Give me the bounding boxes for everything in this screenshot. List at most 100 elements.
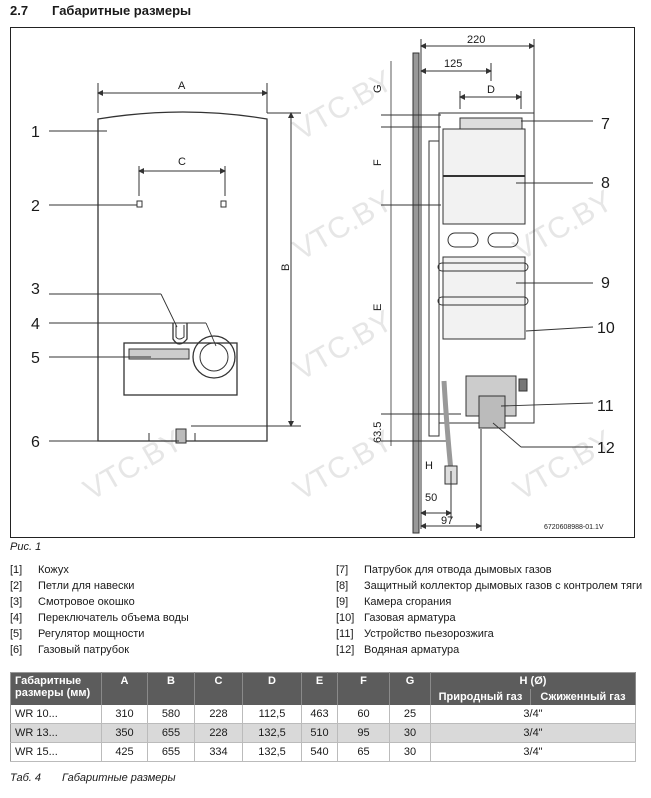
text: Защитный коллектор дымовых газов с контр… (364, 580, 643, 592)
text: Газовая арматура (364, 612, 456, 624)
callout-4: 4 (31, 316, 40, 333)
figure-code: 6720608988-01.1V (544, 524, 604, 531)
table-caption: Таб. 4 Габаритные размеры (10, 772, 176, 784)
dim-d: D (487, 84, 495, 96)
col-header-label: Габаритные размеры (мм) (10, 672, 102, 705)
callout-1: 1 (31, 124, 40, 141)
text: Водяная арматура (364, 644, 460, 656)
water-heater-drawing: VTC.BY VTC.BY VTC.BY VTC.BY VTC.BY VTC.B… (31, 34, 618, 534)
text: Таб. 4 (10, 772, 42, 784)
col-header: D (242, 672, 302, 705)
text: 510 (301, 723, 338, 743)
text: [9] (336, 596, 349, 608)
callout-12: 12 (597, 440, 615, 457)
text: 25 (389, 705, 431, 724)
text: 30 (389, 742, 431, 762)
text: VTC.BY (288, 304, 398, 387)
text: WR 15... (10, 742, 102, 762)
text: [2] (10, 580, 23, 592)
text: 95 (337, 723, 390, 743)
text: 425 (101, 742, 148, 762)
text: 334 (194, 742, 243, 762)
legend-item: [9] Камера сгорания (336, 594, 642, 610)
text: VTC.BY (288, 64, 398, 147)
text: 655 (147, 723, 195, 743)
legend-item: [10] Газовая арматура (336, 610, 642, 626)
text: 3/4" (430, 705, 636, 724)
legend-item: [12] Водяная арматура (336, 642, 642, 658)
text: [10] (336, 612, 355, 624)
text: Смотровое окошко (38, 596, 135, 608)
callout-6: 6 (31, 434, 40, 451)
legend-item: [7] Патрубок для отвода дымовых газов (336, 562, 642, 578)
callout-3: 3 (31, 281, 40, 298)
col-header: G (389, 672, 431, 705)
col-header: E (301, 672, 338, 705)
dim-63-5: 63.5 (372, 422, 384, 443)
legend-item: [11]Устройство пьезорозжига (336, 626, 642, 642)
col-header: C (194, 672, 243, 705)
legend-item: [2] Петли для навески (10, 578, 189, 594)
legend-left: [1]Кожух [2] Петли для навески [3] Смотров… (10, 562, 189, 658)
text: VTC.BY (288, 184, 398, 267)
text: Газовый патрубок (38, 644, 130, 656)
text: 3/4" (430, 723, 636, 743)
text: 580 (147, 705, 195, 724)
text: 310 (101, 705, 148, 724)
side-view (381, 39, 535, 534)
callout-11: 11 (597, 398, 614, 415)
text: 30 (389, 723, 431, 743)
text: VTC.BY (78, 424, 188, 507)
dim-c: C (178, 156, 186, 168)
text: [4] (10, 612, 23, 624)
text: [3] (10, 596, 23, 608)
text: Кожух (38, 564, 69, 576)
text: WR 10... (10, 705, 102, 724)
dim-f: F (372, 159, 384, 166)
callout-8: 8 (601, 175, 610, 192)
text: 3/4" (430, 742, 636, 762)
col-header-natural-gas: Природный газ (430, 689, 531, 705)
text: 350 (101, 723, 148, 743)
text: Габаритные размеры (52, 3, 192, 18)
col-header-lpg: Сжиженный газ (530, 689, 636, 705)
text: [6] (10, 644, 23, 656)
text: [12] (336, 644, 355, 656)
legend-item: [1]Кожух (10, 562, 189, 578)
text: 2.7 (10, 3, 29, 18)
dimension-figure: VTC.BY VTC.BY VTC.BY VTC.BY VTC.BY VTC.B… (10, 27, 635, 538)
text: 132,5 (242, 723, 302, 743)
legend-item: [3] Смотровое окошко (10, 594, 189, 610)
legend-item: [4]Переключатель объема воды (10, 610, 189, 626)
callout-2: 2 (31, 198, 40, 215)
legend-item: [8]Защитный коллектор дымовых газов с ко… (336, 578, 642, 594)
figure-caption: Рис. 1 (10, 541, 42, 553)
text: WR 13... (10, 723, 102, 743)
text: Петли для навески (38, 580, 135, 592)
text: Регулятор мощности (38, 628, 145, 640)
callout-7: 7 (601, 116, 610, 133)
text: Камера сгорания (364, 596, 452, 608)
text: VTC.BY (508, 424, 618, 507)
text: 112,5 (242, 705, 302, 724)
legend-item: [5]Регулятор мощности (10, 626, 189, 642)
callout-5: 5 (31, 350, 40, 367)
dim-125: 125 (444, 58, 462, 70)
callout-9: 9 (601, 275, 610, 292)
front-view (97, 83, 301, 444)
dimensions-table: Габаритные размеры (мм) A B C D E F G H … (10, 672, 636, 762)
dim-g: G (372, 84, 384, 93)
text: 65 (337, 742, 390, 762)
dim-a: A (178, 80, 186, 92)
dim-50: 50 (425, 492, 437, 504)
text: [7] (336, 564, 349, 576)
text: Патрубок для отвода дымовых газов (364, 564, 552, 576)
text: Габаритные размеры (62, 772, 176, 784)
callout-10: 10 (597, 320, 615, 337)
dim-h: H (425, 460, 433, 472)
text: 463 (301, 705, 338, 724)
col-header: A (101, 672, 148, 705)
